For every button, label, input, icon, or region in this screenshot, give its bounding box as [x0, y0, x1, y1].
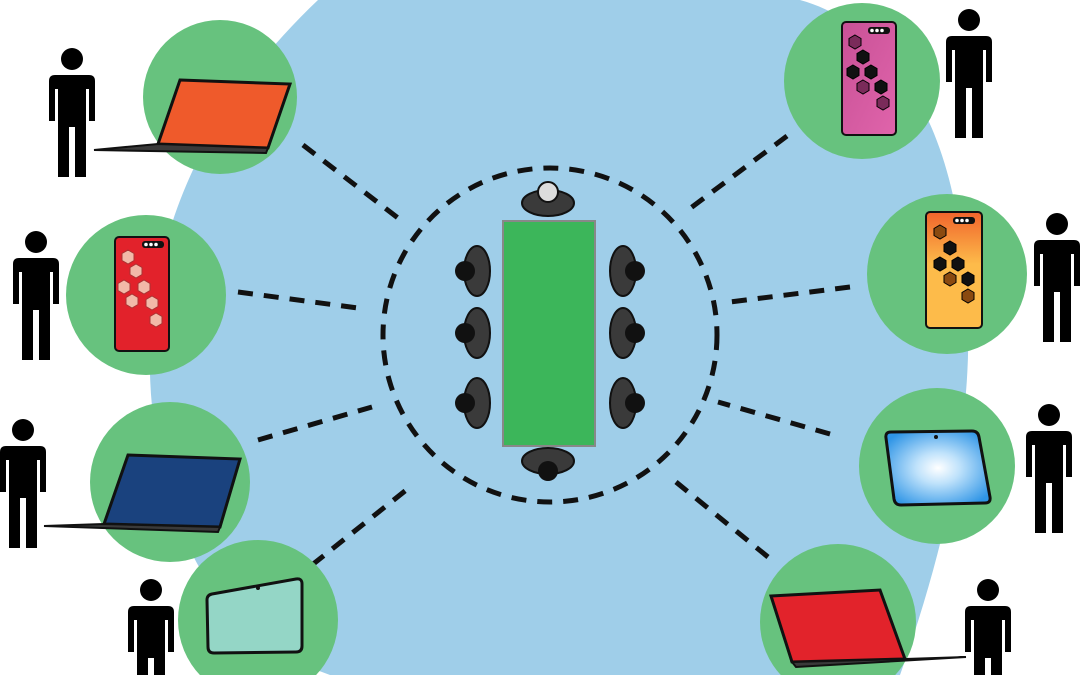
- participant-tablet-blue: [859, 388, 1072, 544]
- participant-phone-pink: [784, 3, 992, 159]
- link-phone-orange: [729, 284, 851, 305]
- meeting-table: [502, 220, 596, 447]
- person-icon: [13, 231, 59, 360]
- chairs-right: [609, 245, 645, 429]
- phone-icon: [925, 211, 983, 329]
- link-laptop-navy: [257, 404, 373, 443]
- person-icon: [965, 579, 1011, 675]
- link-tablet-blue: [717, 399, 831, 437]
- person-icon: [946, 9, 992, 138]
- participant-laptop-red: [760, 544, 1011, 675]
- link-phone-red: [237, 289, 359, 311]
- participant-laptop-orange: [49, 20, 297, 177]
- laptop-icon: [93, 78, 293, 155]
- phone-icon: [841, 21, 897, 136]
- person-icon: [49, 48, 95, 177]
- chair-bottom-seat: [538, 461, 558, 481]
- meeting-boundary: [380, 165, 720, 505]
- chairs-left: [455, 245, 491, 429]
- chair-top-seat: [537, 181, 559, 203]
- person-icon: [1026, 404, 1072, 533]
- person-icon: [128, 579, 174, 675]
- tablet-icon: [205, 577, 304, 655]
- connection-links: [237, 133, 851, 567]
- laptop-icon: [43, 453, 242, 534]
- participant-phone-orange: [867, 194, 1080, 354]
- tablet-icon: [884, 429, 992, 507]
- person-icon: [1034, 213, 1080, 342]
- link-laptop-orange: [301, 143, 400, 220]
- person-icon: [0, 419, 46, 548]
- laptop-icon: [768, 588, 967, 669]
- link-laptop-red: [674, 480, 770, 559]
- phone-icon: [114, 236, 170, 352]
- participant-phone-red: [13, 215, 226, 375]
- link-phone-pink: [686, 133, 789, 213]
- link-tablet-mint: [310, 485, 412, 567]
- participant-laptop-navy: [0, 402, 250, 562]
- meeting-table-group: [455, 181, 645, 481]
- participant-tablet-mint: [128, 540, 338, 675]
